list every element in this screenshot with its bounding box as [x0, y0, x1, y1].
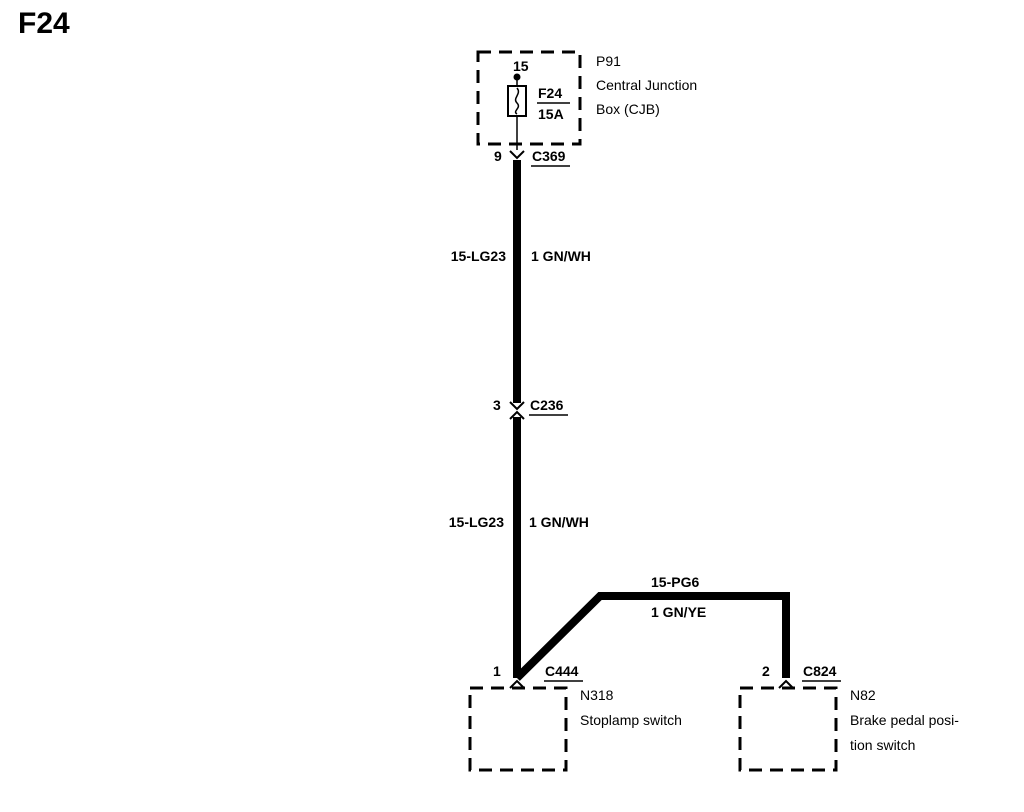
c444-pin: 1 [493, 663, 501, 679]
fuse-element-icon [514, 87, 520, 115]
cjb-id: P91 [596, 53, 621, 69]
n318-id: N318 [580, 687, 614, 703]
c824-pin: 2 [762, 663, 770, 679]
wire-lower-spec: 1 GN/WH [529, 514, 589, 530]
cjb-box [476, 50, 582, 146]
n318-name: Stoplamp switch [580, 712, 682, 728]
wire-branch [514, 592, 790, 681]
cjb-name-line1: Central Junction [596, 77, 697, 93]
wire-upper-spec: 1 GN/WH [531, 248, 591, 264]
c369-pin: 9 [494, 148, 502, 164]
fuse-icon [507, 85, 527, 117]
fuse-name: F24 [538, 85, 562, 101]
c444-connector-icon [509, 679, 525, 689]
n82-id: N82 [850, 687, 876, 703]
c236-label: C236 [530, 397, 564, 413]
page-title: F24 [18, 7, 70, 40]
c444-label: C444 [545, 663, 579, 679]
wire-branch-spec: 1 GN/YE [651, 604, 706, 620]
wire-branch-circuit: 15-PG6 [651, 574, 699, 590]
n82-name-line2: tion switch [850, 737, 915, 753]
n82-box [738, 686, 838, 772]
cjb-name-line2: Box (CJB) [596, 101, 660, 117]
n82-name-line1: Brake pedal posi- [850, 712, 959, 728]
c369-label: C369 [532, 148, 566, 164]
wire-lower-circuit: 15-LG23 [449, 514, 504, 530]
c236-connector-top-icon [509, 401, 525, 411]
wire-upper-circuit: 15-LG23 [451, 248, 506, 264]
c369-connector-icon [509, 150, 525, 160]
c824-label: C824 [803, 663, 837, 679]
fuse-rating: 15A [538, 106, 564, 122]
cjb-pin-label: 15 [513, 58, 529, 74]
n318-box [468, 686, 568, 772]
c236-pin: 3 [493, 397, 501, 413]
c824-connector-icon [778, 679, 794, 689]
c236-connector-bottom-icon [509, 410, 525, 420]
